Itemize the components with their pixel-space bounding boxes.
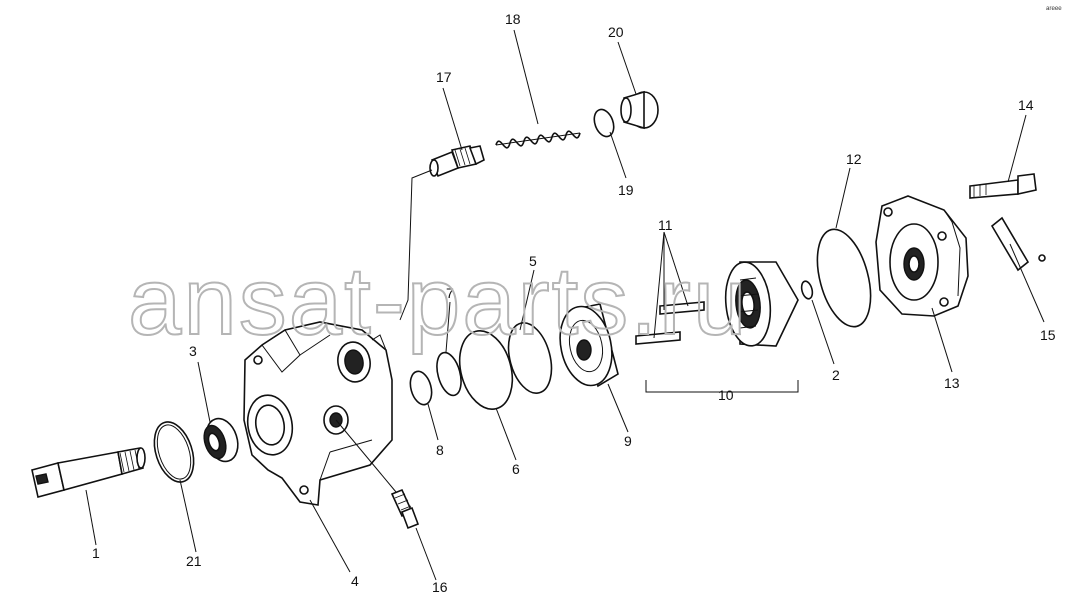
part-4-pump-housing — [243, 321, 393, 506]
callout-16: 16 — [432, 579, 448, 595]
callout-18: 18 — [505, 11, 521, 27]
part-2-o-ring — [800, 280, 814, 300]
part-15-plate — [990, 216, 1046, 272]
callout-17: 17 — [436, 69, 452, 85]
callout-8: 8 — [436, 442, 444, 458]
part-7-o-ring — [436, 351, 462, 397]
watermark-text: ansat-parts.ru — [128, 248, 748, 355]
callout-7: 7 — [446, 285, 454, 301]
part-13-end-cover — [875, 195, 969, 317]
part-11-pins — [635, 301, 705, 345]
callout-6: 6 — [512, 461, 520, 477]
part-21-o-ring — [153, 421, 195, 483]
callout-1: 1 — [92, 545, 100, 561]
part-14-bolt — [969, 173, 1037, 199]
callout-15: 15 — [1040, 327, 1056, 343]
callout-2: 2 — [832, 367, 840, 383]
part-9-pressure-plate — [559, 303, 619, 388]
callout-21: 21 — [186, 553, 202, 569]
callout-10: 10 — [718, 387, 734, 403]
callout-20: 20 — [608, 24, 624, 40]
part-8-o-ring — [409, 370, 433, 406]
callout-labels: 1 21 3 4 16 17 18 19 20 7 8 6 5 9 10 11 … — [92, 11, 1056, 595]
callout-14: 14 — [1018, 97, 1034, 113]
part-10-rotor-group — [724, 261, 799, 347]
callout-4: 4 — [351, 573, 359, 589]
callout-12: 12 — [846, 151, 862, 167]
callout-3: 3 — [189, 343, 197, 359]
callout-13: 13 — [944, 375, 960, 391]
leader-lines — [85, 29, 1045, 581]
part-17-valve — [429, 145, 485, 178]
part-1-drive-shaft — [31, 447, 146, 498]
part-18-spring — [495, 130, 581, 149]
callout-9: 9 — [624, 433, 632, 449]
part-12-o-ring — [816, 228, 872, 328]
part-16-fitting — [390, 488, 420, 530]
callout-11: 11 — [658, 217, 673, 233]
corner-mark: ᵃʳᵉᵉᵉ — [1046, 4, 1062, 14]
part-19-o-ring — [593, 108, 615, 138]
part-5-o-ring — [507, 322, 553, 394]
callout-5: 5 — [529, 253, 537, 269]
part-20-plug — [620, 90, 659, 130]
part-3-shaft-seal — [203, 417, 239, 463]
callout-19: 19 — [618, 182, 634, 198]
